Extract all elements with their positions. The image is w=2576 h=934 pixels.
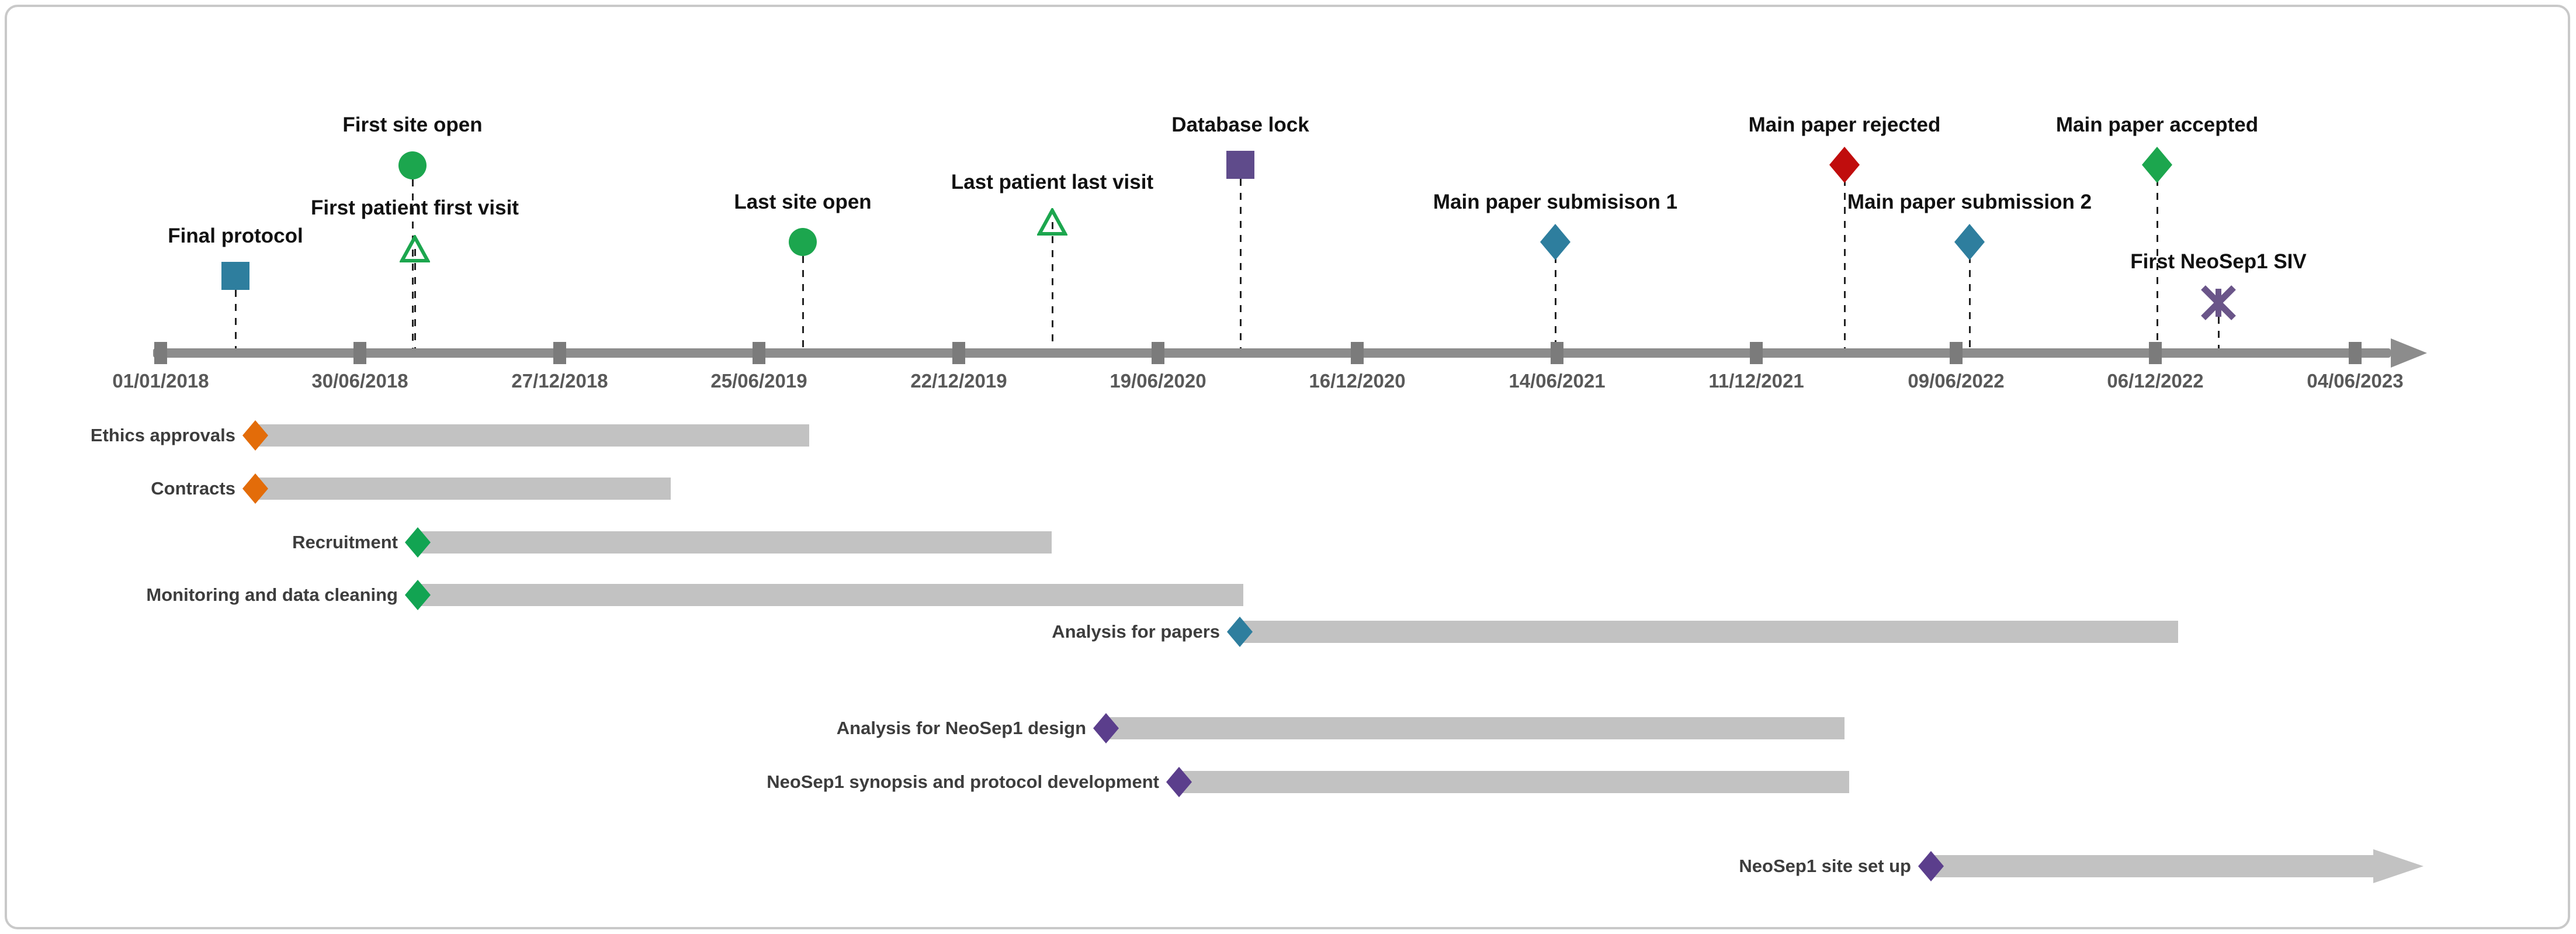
milestone-connector (235, 276, 237, 353)
milestone-triangle-icon (400, 235, 430, 263)
task-start-diamond-icon (1918, 851, 1944, 881)
milestone-diamond-icon (1540, 224, 1570, 260)
axis-tick-label: 06/12/2022 (2107, 370, 2204, 392)
axis-tick (553, 342, 566, 364)
task-label: Analysis for papers (1052, 621, 1220, 642)
axis-tick-label: 09/06/2022 (1908, 370, 2005, 392)
milestone-connector (2157, 165, 2158, 353)
milestone-square-icon (1226, 151, 1254, 179)
axis-tick-label: 14/06/2021 (1509, 370, 1606, 392)
task-label: Monitoring and data cleaning (146, 584, 398, 605)
task-start-diamond-icon (405, 580, 431, 610)
milestone-connector (1969, 242, 1971, 353)
task-label: NeoSep1 synopsis and protocol developmen… (767, 772, 1159, 792)
milestone-connector (1844, 165, 1846, 353)
axis-tick (154, 342, 167, 364)
axis-tick (2349, 342, 2362, 364)
task-bar (255, 424, 809, 447)
axis-tick-label: 19/06/2020 (1110, 370, 1206, 392)
milestone-connector (1240, 165, 1242, 353)
axis-tick (1551, 342, 1563, 364)
milestone-connector (802, 242, 804, 353)
axis-tick-label: 27/12/2018 (511, 370, 608, 392)
axis-tick (1950, 342, 1963, 364)
axis-tick (1750, 342, 1763, 364)
task-bar (1240, 621, 2178, 643)
task-right-arrow-icon (2373, 849, 2424, 883)
task-start-diamond-icon (242, 420, 268, 451)
task-bar (1179, 771, 1849, 793)
milestone-circle-icon (398, 151, 427, 179)
task-bar (1931, 855, 2373, 877)
milestone-label: Main paper accepted (2055, 113, 2259, 136)
milestone-connector (1052, 222, 1053, 353)
milestone-triangle-icon (1037, 208, 1067, 236)
task-label: Analysis for NeoSep1 design (836, 718, 1086, 738)
task-bar (255, 478, 671, 500)
milestone-label: Main paper submission 2 (1847, 191, 2092, 213)
milestone-asterisk-icon (2201, 285, 2236, 320)
milestone-label: First site open (342, 113, 483, 136)
milestone-label: Main paper rejected (1748, 113, 1941, 136)
milestone-label: Main paper submisison 1 (1433, 191, 1678, 213)
axis-right-arrow-icon (2391, 338, 2427, 368)
axis-tick (1351, 342, 1364, 364)
milestone-diamond-icon (2142, 147, 2172, 183)
chart-border (5, 5, 2570, 929)
axis-tick-label: 04/06/2023 (2307, 370, 2404, 392)
task-start-diamond-icon (405, 527, 431, 558)
axis-tick (952, 342, 965, 364)
task-start-diamond-icon (1166, 767, 1192, 797)
milestone-label: Last site open (734, 191, 872, 213)
milestone-circle-icon (789, 228, 817, 256)
milestone-label: Database lock (1171, 113, 1309, 136)
milestone-connector (2218, 303, 2220, 353)
task-label: Ethics approvals (90, 425, 235, 445)
task-label: Recruitment (292, 532, 398, 552)
task-start-diamond-icon (1093, 713, 1119, 743)
axis-tick-label: 25/06/2019 (710, 370, 807, 392)
task-start-diamond-icon (242, 473, 268, 504)
axis-tick-label: 11/12/2021 (1708, 370, 1804, 392)
task-bar (418, 531, 1052, 554)
milestone-label: Last patient last visit (951, 171, 1154, 193)
task-bar (418, 584, 1243, 606)
axis-tick (1152, 342, 1164, 364)
axis-tick-label: 22/12/2019 (910, 370, 1007, 392)
milestone-label: First patient first visit (311, 196, 519, 219)
task-label: Contracts (151, 478, 235, 499)
milestone-label: First NeoSep1 SIV (2130, 250, 2307, 273)
milestone-connector (1555, 242, 1556, 353)
axis-tick-label: 01/01/2018 (112, 370, 209, 392)
timeline-axis (153, 348, 2391, 358)
task-label: NeoSep1 site set up (1739, 856, 1911, 876)
milestone-diamond-icon (1829, 147, 1860, 183)
axis-tick (753, 342, 765, 364)
milestone-square-icon (221, 262, 249, 290)
axis-tick (2149, 342, 2162, 364)
task-bar (1106, 717, 1845, 739)
axis-tick-label: 16/12/2020 (1309, 370, 1406, 392)
task-start-diamond-icon (1227, 617, 1253, 647)
axis-tick (353, 342, 366, 364)
milestone-diamond-icon (1954, 224, 1985, 260)
milestone-label: Final protocol (168, 224, 303, 247)
axis-tick-label: 30/06/2018 (311, 370, 408, 392)
milestone-connector (414, 249, 416, 353)
